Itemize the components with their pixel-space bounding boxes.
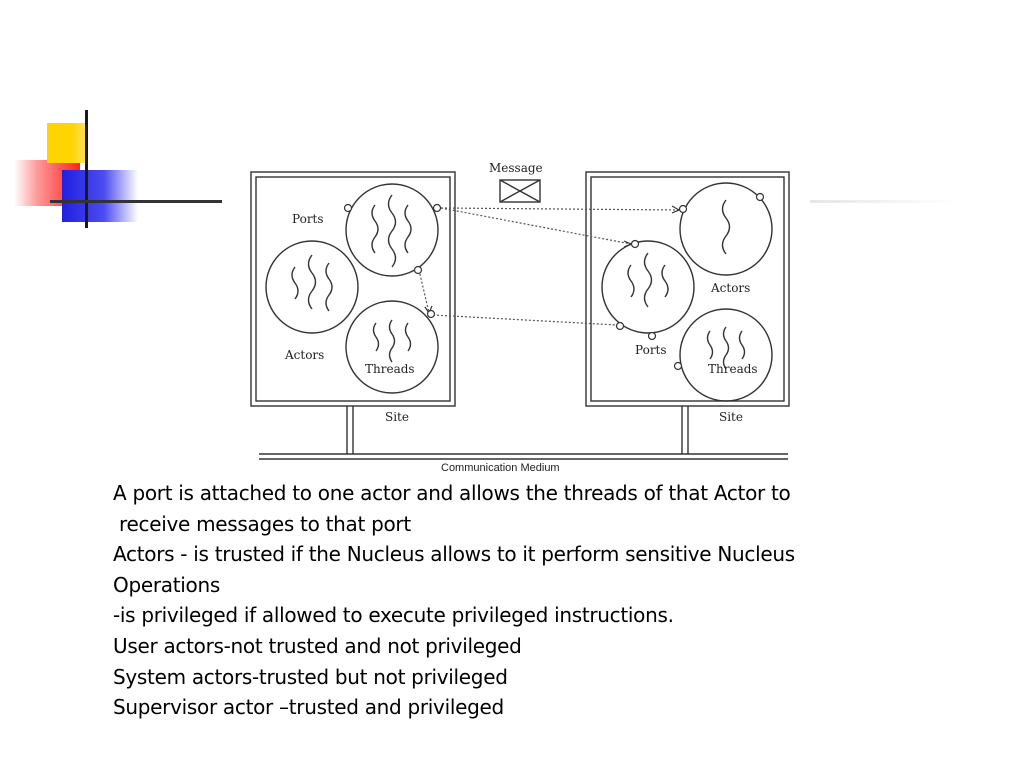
right-actor-circle-2: [601, 240, 695, 334]
body-line: Operations: [113, 572, 220, 597]
right-site-inner-box: [590, 176, 785, 402]
port-marker: [755, 192, 765, 202]
body-text-list: A port is attached to one actor and allo…: [113, 478, 993, 723]
left-threads-label: Threads: [365, 362, 415, 376]
body-line: System actors-trusted but not privileged: [113, 664, 508, 689]
right-site-label: Site: [719, 410, 743, 424]
body-line: Actors - is trusted if the Nucleus allow…: [113, 542, 795, 567]
left-site-label: Site: [385, 410, 409, 424]
message-path-4: [432, 314, 618, 326]
left-actors-label: Actors: [284, 348, 324, 362]
actor-port-diagram: Message Ports Actors Threads Site Actors…: [250, 161, 790, 474]
communication-medium-label: Communication Medium: [441, 462, 560, 474]
left-actor-circle-1: [345, 183, 439, 277]
port-marker: [343, 203, 353, 213]
decor-vertical-line: [85, 110, 88, 228]
right-threads-label: Threads: [708, 362, 758, 376]
port-marker: [678, 204, 688, 214]
port-marker: [426, 309, 436, 319]
left-site-inner-box: [255, 176, 451, 402]
right-actor-circle-3: [679, 308, 773, 402]
message-path-1: [440, 207, 680, 211]
body-line: receive messages to that port: [113, 511, 411, 536]
message-envelope-icon: [499, 179, 541, 203]
decor-fade-line: [810, 200, 960, 203]
message-path-3: [418, 269, 430, 314]
decor-yellow-block: [47, 123, 87, 163]
left-actor-circle-2: [265, 240, 359, 334]
message-path-2: [440, 207, 632, 245]
port-marker: [647, 331, 657, 341]
port-marker: [673, 361, 683, 371]
port-marker: [413, 265, 423, 275]
body-line: User actors-not trusted and not privileg…: [113, 633, 522, 658]
right-actors-label: Actors: [710, 281, 750, 295]
port-marker: [615, 321, 625, 331]
decor-blue-block: [62, 170, 138, 222]
port-marker: [630, 239, 640, 249]
message-label: Message: [489, 161, 543, 175]
left-actor-circle-3: [345, 300, 439, 394]
port-marker: [432, 203, 442, 213]
right-ports-label: Ports: [635, 343, 667, 357]
body-line: -is privileged if allowed to execute pri…: [113, 603, 674, 628]
left-ports-label: Ports: [292, 212, 324, 226]
right-site-box: [585, 171, 790, 407]
decor-horizontal-line: [50, 200, 222, 203]
body-line: Supervisor actor –trusted and privileged: [113, 695, 504, 720]
right-actor-circle-1: [679, 182, 773, 276]
body-line: A port is attached to one actor and allo…: [113, 481, 791, 505]
